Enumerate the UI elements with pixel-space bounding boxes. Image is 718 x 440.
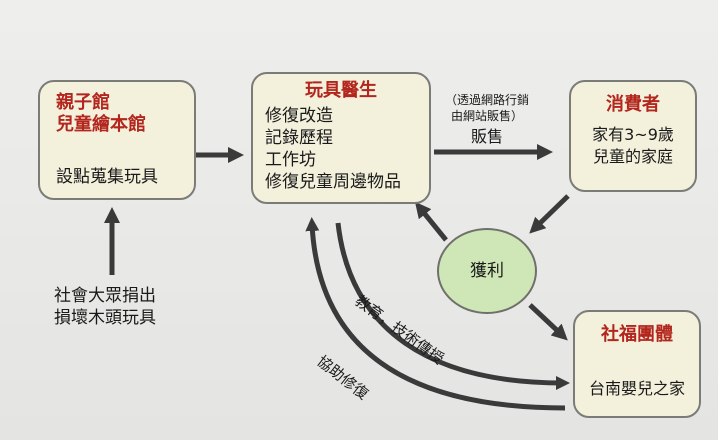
arrow-profit-to-doctor: [414, 201, 448, 242]
sales-note-line2: 由網站販售）: [450, 109, 523, 123]
consumer-line1: 家有3~9歲: [592, 125, 674, 144]
parent-child-hall-box: 親子館 兒童繪本館 設點蒐集玩具: [38, 80, 196, 200]
consumer-body: 家有3~9歲 兒童的家庭: [571, 124, 695, 168]
welfare-body: 台南嬰兒之家: [588, 379, 685, 398]
consumer-title: 消費者: [606, 94, 660, 115]
arrow-education-curve: [335, 222, 570, 390]
parent-child-title: 親子館 兒童繪本館: [56, 92, 146, 136]
toy-doctor-item: 記錄歷程: [265, 128, 333, 148]
consumer-box: 消費者 家有3~9歲 兒童的家庭: [569, 80, 697, 192]
toy-doctor-item: 修復兒童周邊物品: [265, 172, 401, 192]
toy-doctor-item: 修復改造: [265, 106, 333, 126]
education-label: 教育，技術傳授: [352, 292, 448, 368]
toy-doctor-box: 玩具醫生 修復改造 記錄歷程 工作坊 修復兒童周邊物品: [251, 72, 431, 204]
arrow-consumer-to-profit: [529, 194, 570, 234]
donation-line2: 損壞木頭玩具: [54, 308, 156, 328]
parent-child-body: 設點蒐集玩具: [56, 167, 158, 187]
donation-text: 社會大眾捐出 損壞木頭玩具: [54, 285, 156, 329]
arrow-profit-to-welfare: [528, 303, 568, 341]
toy-doctor-item: 工作坊: [265, 150, 316, 170]
toy-doctor-title: 玩具醫生: [305, 80, 377, 101]
welfare-box: 社福團體 台南嬰兒之家: [573, 310, 701, 418]
sales-note: （透過網路行銷 由網站販售） 販售: [424, 92, 550, 148]
donation-line1: 社會大眾捐出: [54, 286, 156, 306]
parent-child-title-line1: 親子館: [56, 92, 110, 113]
arrow-repair-curve: [305, 217, 566, 411]
toy-doctor-body: 修復改造 記錄歷程 工作坊 修復兒童周邊物品: [265, 105, 401, 193]
consumer-line2: 兒童的家庭: [592, 147, 673, 166]
sales-note-line1: （透過網路行銷: [444, 93, 529, 107]
profit-label: 獲利: [470, 261, 504, 281]
repair-label: 協助修復: [314, 352, 372, 403]
profit-circle: 獲利: [437, 228, 537, 314]
welfare-title: 社福團體: [601, 324, 673, 345]
sales-label: 販售: [470, 127, 503, 146]
parent-child-title-line2: 兒童繪本館: [56, 114, 146, 135]
